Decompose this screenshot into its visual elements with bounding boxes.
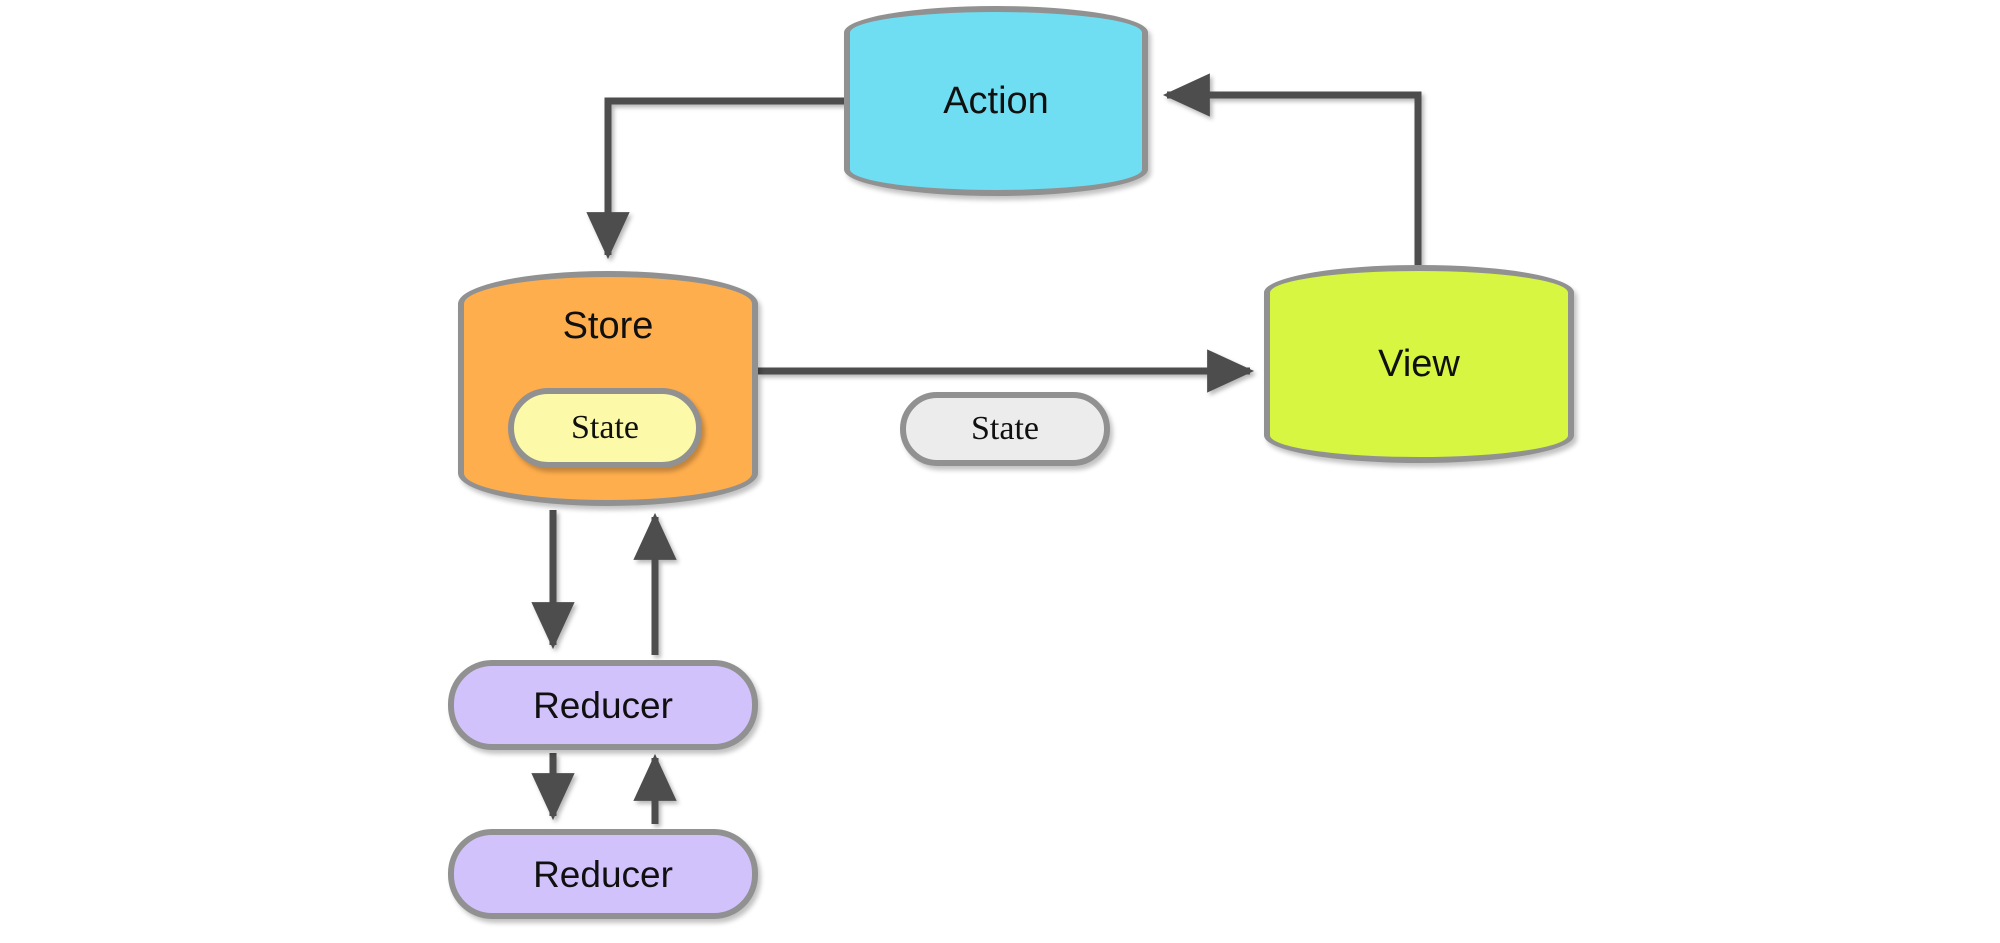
node-reducer-2-label: Reducer: [533, 853, 673, 895]
node-state-payload-label: State: [971, 410, 1039, 447]
node-state-payload[interactable]: State: [900, 392, 1110, 466]
node-view[interactable]: View: [1264, 265, 1574, 463]
edge-view-to-action: [1162, 73, 1422, 265]
edge-action-to-store: [586, 97, 844, 260]
node-action[interactable]: Action: [844, 6, 1148, 196]
node-action-label: Action: [943, 80, 1049, 122]
node-store-state[interactable]: State: [508, 388, 702, 468]
node-view-label: View: [1378, 343, 1460, 385]
node-reducer-2[interactable]: Reducer: [448, 829, 758, 919]
node-store-label: Store: [562, 305, 654, 347]
node-reducer-1-label: Reducer: [533, 684, 673, 726]
node-store-state-label: State: [571, 409, 639, 446]
node-reducer-1[interactable]: Reducer: [448, 660, 758, 750]
